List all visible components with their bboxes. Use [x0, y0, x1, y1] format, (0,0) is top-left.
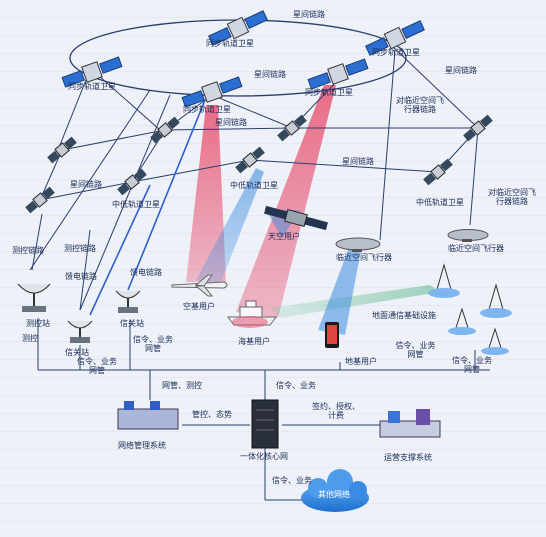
leo-satellite-icon — [463, 114, 493, 142]
geo-satellite-icon — [61, 56, 123, 88]
leo-satellite-icon — [150, 116, 180, 144]
label-signal-service: 信令、业务 — [276, 381, 316, 390]
label-geo-satellite: 同步轨道卫星 — [206, 39, 254, 48]
cloud-icon — [301, 469, 369, 512]
space-station-icon — [264, 205, 328, 231]
geo-satellite-icon — [208, 10, 268, 46]
label-air-user: 空基用户 — [183, 302, 215, 311]
label-billing: 签约、授权、计费 — [312, 402, 360, 421]
label-inter-sat-link: 星间链路 — [342, 157, 374, 166]
label-inter-sat-link: 星间链路 — [293, 10, 325, 19]
label-feeder-link: 馈电链路 — [65, 272, 97, 281]
leo-satellite-icon — [25, 186, 55, 214]
label-near-space-link: 对临近空间飞行器链路 — [396, 96, 444, 115]
label-mgmt-ttc: 网管、测控 — [162, 381, 202, 390]
beam-geo-air — [186, 105, 226, 282]
satellite-icons — [25, 10, 493, 214]
signal-beams — [186, 85, 440, 335]
feeder-lines — [89, 99, 206, 316]
ttc-station-dish-icon — [17, 283, 51, 312]
phone-icon — [325, 322, 339, 348]
label-inter-sat-link: 星间链路 — [215, 118, 247, 127]
label-inter-sat-link: 星间链路 — [70, 180, 102, 189]
label-signal-service: 信令、业务 — [272, 476, 312, 485]
ground-lines — [37, 318, 490, 501]
label-mid-satellite: 中低轨道卫星 — [112, 200, 160, 209]
label-signal-network: 信令、业务网管 — [395, 341, 436, 360]
beam-geo-sea — [236, 85, 336, 318]
label-ttc: 测控 — [22, 334, 38, 343]
beam-mid-air — [196, 168, 264, 285]
label-other-network: 其他网络 — [318, 490, 350, 499]
ground-station-icons — [17, 283, 141, 343]
label-gateway: 信关站 — [65, 348, 89, 357]
geo-satellite-icon — [307, 58, 369, 90]
label-geo-satellite: 同步轨道卫星 — [372, 48, 420, 57]
label-space-user: 天空用户 — [268, 232, 300, 241]
terrestrial-tower-icons — [428, 263, 512, 355]
airship-icon — [335, 237, 381, 252]
label-sea-user: 海基用户 — [238, 337, 270, 346]
label-ttc-link: 测控链路 — [64, 244, 96, 253]
label-ground-user: 地基用户 — [345, 357, 377, 366]
label-geo-satellite: 同步轨道卫星 — [68, 82, 116, 91]
label-core-network: 一体化核心网 — [240, 452, 288, 461]
label-ops: 运营支撑系统 — [384, 453, 432, 462]
leo-satellite-icon — [423, 158, 453, 186]
airship-icon — [447, 229, 489, 242]
label-feeder-link: 馈电链路 — [130, 268, 162, 277]
label-signal-network: 信令、业务网管 — [452, 356, 492, 375]
label-mid-satellite: 中低轨道卫星 — [416, 198, 464, 207]
label-inter-sat-link: 星间链路 — [445, 66, 477, 75]
label-inter-sat-link: 星间链路 — [254, 70, 286, 79]
label-geo-satellite: 同步轨道卫星 — [305, 88, 353, 97]
label-signal-network: 信令、业务网管 — [77, 357, 117, 376]
label-mid-satellite: 中低轨道卫星 — [230, 181, 278, 190]
beam-terrestrial-sea — [270, 285, 440, 318]
label-terrestrial: 地面通信基础设施 — [372, 311, 436, 320]
label-nms: 网络管理系统 — [118, 441, 166, 450]
label-signal-network: 信令、业务网管 — [133, 335, 173, 354]
gateway-dish-icon — [115, 290, 141, 313]
label-near-space-vehicle: 临近空间飞行器 — [448, 244, 504, 253]
airplane-icon — [171, 274, 228, 297]
core-server-icon — [251, 399, 279, 449]
label-geo-satellite: 同步轨道卫星 — [183, 105, 231, 114]
leo-satellite-icon — [47, 136, 77, 164]
label-ttc-station: 测控站 — [26, 319, 50, 328]
label-ttc-link: 测控链路 — [12, 246, 44, 255]
leo-satellite-icon — [277, 114, 307, 142]
geo-satellite-icon — [181, 76, 243, 108]
gateway-dish-icon — [67, 320, 93, 343]
label-near-space-vehicle: 临近空间飞行器 — [336, 253, 392, 262]
label-near-space-link: 对临近空间飞行器链路 — [488, 188, 536, 207]
sea-user-spot — [232, 316, 268, 328]
leo-satellite-icon — [235, 146, 265, 174]
nms-workstation-icon — [117, 401, 179, 430]
leo-satellite-icon — [117, 168, 147, 196]
label-control-situation: 管控、态势 — [192, 410, 232, 419]
beam-near-space-ground — [318, 245, 362, 335]
ops-server-icon — [379, 409, 441, 438]
geo-satellite-icon — [365, 20, 425, 56]
label-gateway: 信关站 — [120, 319, 144, 328]
